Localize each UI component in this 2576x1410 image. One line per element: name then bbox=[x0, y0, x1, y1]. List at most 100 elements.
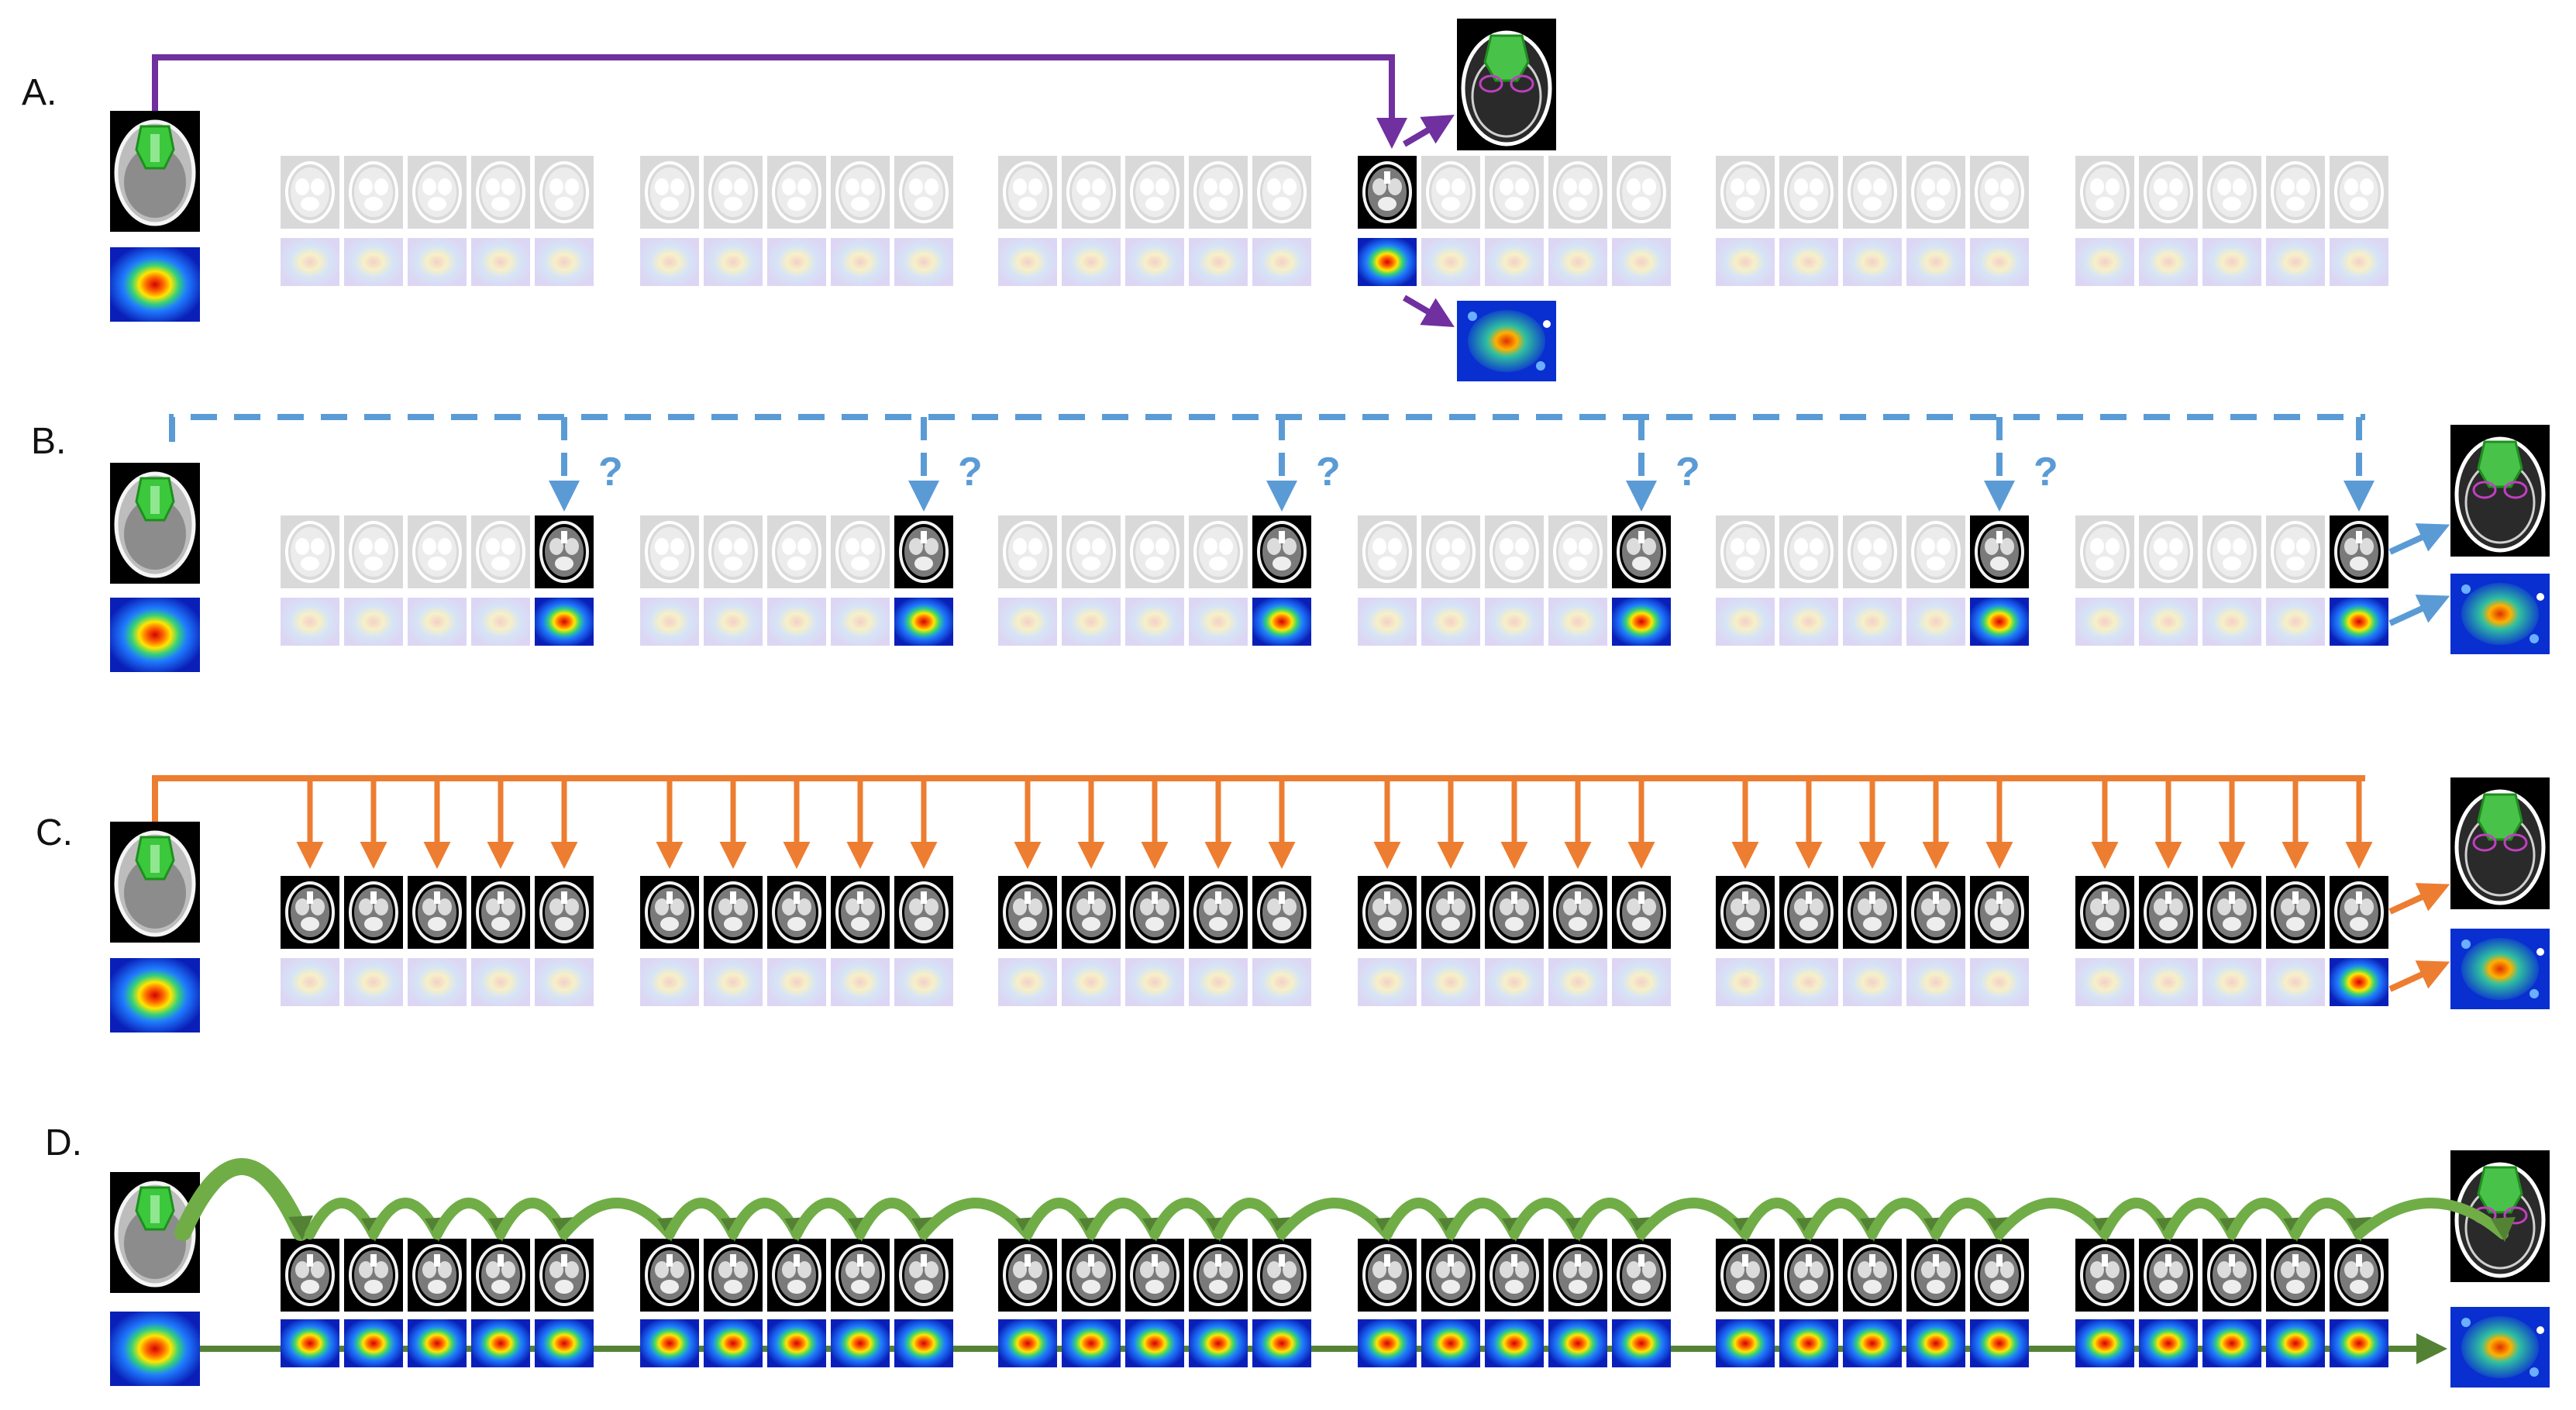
ct-frame bbox=[406, 514, 468, 590]
dose-frame bbox=[1612, 238, 1671, 286]
blue-dashed-connector bbox=[169, 414, 2365, 442]
dose-frame bbox=[998, 238, 1057, 286]
dose-frame bbox=[1716, 1319, 1775, 1367]
dose-frame bbox=[998, 598, 1057, 646]
ct-frame bbox=[470, 874, 532, 950]
dose-heatmap-icon bbox=[110, 958, 200, 1033]
green-curved-arrow bbox=[2354, 1198, 2509, 1239]
ct-frame bbox=[702, 154, 764, 230]
ct-frame bbox=[893, 514, 955, 590]
ct-frame bbox=[1124, 1237, 1186, 1313]
dose-frame bbox=[1548, 1319, 1607, 1367]
ct-frame bbox=[1483, 1237, 1545, 1313]
dose-frame bbox=[471, 958, 530, 1006]
ct-frame bbox=[1905, 1237, 1967, 1313]
dose-frame bbox=[2139, 598, 2198, 646]
ct-frame bbox=[1356, 514, 1418, 590]
dose-frame bbox=[1062, 1319, 1121, 1367]
dose-frame bbox=[1970, 598, 2029, 646]
ct-frame bbox=[1356, 1237, 1418, 1313]
ct-frame bbox=[1060, 874, 1122, 950]
dose-frame bbox=[344, 238, 403, 286]
dose-frame bbox=[1485, 238, 1544, 286]
dose-overlay-icon bbox=[2450, 929, 2550, 1009]
dose-frame bbox=[1421, 598, 1480, 646]
ct-frame bbox=[406, 1237, 468, 1313]
ct-frame bbox=[702, 514, 764, 590]
dose-frame bbox=[640, 598, 699, 646]
ct-frame bbox=[1610, 874, 1672, 950]
dose-frame bbox=[767, 238, 826, 286]
dose-overlay-icon bbox=[2450, 1307, 2550, 1388]
dose-frame bbox=[535, 238, 594, 286]
ct-frame bbox=[279, 154, 341, 230]
ct-contour-icon bbox=[2450, 777, 2550, 909]
ct-frame bbox=[2328, 154, 2390, 230]
ct-frame bbox=[1483, 514, 1545, 590]
dose-frame bbox=[408, 1319, 467, 1367]
dose-frame bbox=[1843, 598, 1902, 646]
ct-frame bbox=[1124, 154, 1186, 230]
dose-frame bbox=[1062, 958, 1121, 1006]
dose-frame bbox=[1421, 958, 1480, 1006]
question-mark: ? bbox=[1675, 450, 1700, 495]
dose-frame bbox=[1612, 1319, 1671, 1367]
ct-frame bbox=[639, 514, 701, 590]
ct-frame bbox=[533, 514, 595, 590]
ct-frame bbox=[1778, 514, 1840, 590]
frame-grid-row bbox=[279, 874, 2390, 1006]
ct-frame bbox=[343, 874, 405, 950]
ct-frame bbox=[1905, 514, 1967, 590]
diagram-content: ????? bbox=[110, 19, 2550, 1388]
dose-frame bbox=[894, 958, 953, 1006]
dose-frame bbox=[2139, 958, 2198, 1006]
dose-frame bbox=[281, 238, 339, 286]
ct-frame bbox=[1547, 1237, 1609, 1313]
dose-frame bbox=[1485, 1319, 1544, 1367]
dose-frame bbox=[1485, 958, 1544, 1006]
ct-frame bbox=[766, 514, 828, 590]
question-mark: ? bbox=[598, 450, 623, 495]
panel-label-d: D. bbox=[45, 1122, 82, 1164]
dose-frame bbox=[408, 238, 467, 286]
ct-frame bbox=[1251, 154, 1313, 230]
dose-frame bbox=[1252, 598, 1311, 646]
orange-arrow-to-dose bbox=[2388, 960, 2450, 992]
frame-grid-row bbox=[279, 514, 2390, 646]
dose-frame bbox=[408, 598, 467, 646]
ct-frame bbox=[829, 1237, 891, 1313]
ct-frame bbox=[2201, 154, 2263, 230]
dose-frame bbox=[894, 238, 953, 286]
dose-frame bbox=[1421, 238, 1480, 286]
ct-frame bbox=[766, 874, 828, 950]
dose-frame bbox=[998, 958, 1057, 1006]
dose-frame bbox=[1358, 238, 1417, 286]
ct-frame bbox=[343, 514, 405, 590]
ct-frame bbox=[2137, 874, 2199, 950]
ct-frame bbox=[1124, 874, 1186, 950]
ct-frame bbox=[639, 154, 701, 230]
purple-arrow-to-dose bbox=[1402, 295, 1455, 328]
ct-frame bbox=[1420, 1237, 1482, 1313]
ct-frame bbox=[2201, 1237, 2263, 1313]
dose-frame bbox=[1843, 958, 1902, 1006]
ct-frame bbox=[1968, 154, 2030, 230]
ct-frame bbox=[702, 1237, 764, 1313]
ct-frame bbox=[1251, 1237, 1313, 1313]
ct-frame bbox=[893, 154, 955, 230]
dose-frame bbox=[704, 238, 763, 286]
ct-frame bbox=[2328, 874, 2390, 950]
purple-arrow-to-contour bbox=[1402, 114, 1455, 147]
dose-frame bbox=[344, 958, 403, 1006]
ct-frame bbox=[2074, 154, 2136, 230]
frame-grid-row bbox=[279, 154, 2390, 286]
ct-frame bbox=[1778, 1237, 1840, 1313]
ct-frame bbox=[1841, 154, 1903, 230]
ct-frame bbox=[1778, 874, 1840, 950]
dose-frame bbox=[1548, 598, 1607, 646]
dose-frame bbox=[1716, 958, 1775, 1006]
dose-frame bbox=[2330, 598, 2388, 646]
ct-frame bbox=[1968, 1237, 2030, 1313]
dose-frame bbox=[2266, 1319, 2325, 1367]
dose-frame bbox=[471, 598, 530, 646]
